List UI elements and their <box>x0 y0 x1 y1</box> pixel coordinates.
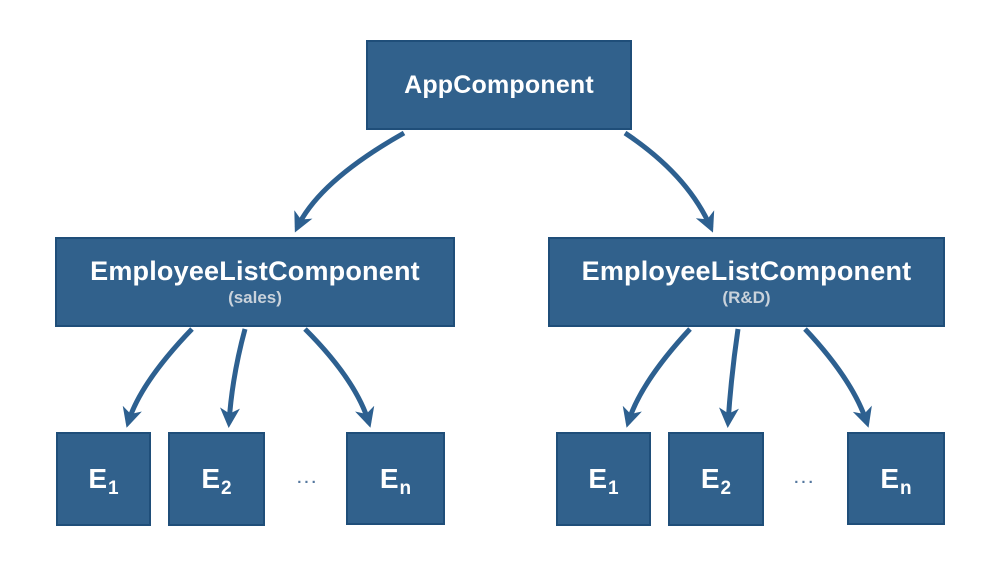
node-sales-e2-label: E2 <box>201 463 231 499</box>
arrow-root-to-rnd <box>623 130 715 233</box>
rnd-ellipsis: ... <box>794 470 816 487</box>
leaf-subscript: 1 <box>108 478 119 499</box>
node-rnd-e2-label: E2 <box>700 463 731 499</box>
node-sales-e1: E1 <box>56 432 151 526</box>
node-employee-list-rnd: EmployeeListComponent (R&D) <box>548 237 945 327</box>
leaf-subscript: 2 <box>221 478 232 499</box>
node-employee-list-rnd-sublabel: (R&D) <box>722 288 771 308</box>
leaf-base: E <box>700 463 720 494</box>
node-sales-e2: E2 <box>168 432 265 526</box>
leaf-subscript: n <box>399 477 412 499</box>
node-rnd-e2: E2 <box>668 432 764 526</box>
node-rnd-e1: E1 <box>556 432 651 526</box>
node-sales-en: En <box>346 432 445 525</box>
arrow-root-to-sales <box>294 130 406 233</box>
node-employee-list-sales-label: EmployeeListComponent <box>90 256 420 287</box>
node-app-component-label: AppComponent <box>404 70 594 99</box>
arrow-rnd-to-e2 <box>718 328 741 428</box>
leaf-base: E <box>880 462 900 494</box>
sales-ellipsis: ... <box>297 470 319 487</box>
node-rnd-en: En <box>847 432 945 525</box>
node-employee-list-sales: EmployeeListComponent (sales) <box>55 237 455 327</box>
node-employee-list-sales-sublabel: (sales) <box>228 288 282 308</box>
leaf-base: E <box>588 463 608 494</box>
node-sales-en-label: En <box>379 462 411 499</box>
node-rnd-en-label: En <box>880 462 911 499</box>
arrow-sales-to-e2 <box>219 328 248 428</box>
leaf-subscript: n <box>900 477 912 499</box>
node-rnd-e1-label: E1 <box>588 463 618 499</box>
leaf-base: E <box>379 462 399 494</box>
node-employee-list-rnd-label: EmployeeListComponent <box>581 256 912 287</box>
leaf-base: E <box>201 463 221 494</box>
leaf-subscript: 2 <box>720 478 732 499</box>
node-app-component: AppComponent <box>366 40 632 130</box>
arrow-sales-to-en <box>303 327 375 428</box>
leaf-subscript: 1 <box>608 478 619 499</box>
leaf-base: E <box>88 463 108 494</box>
arrow-rnd-to-en <box>803 327 872 428</box>
arrow-sales-to-e1 <box>122 327 194 428</box>
node-sales-e1-label: E1 <box>88 463 118 499</box>
arrow-rnd-to-e1 <box>622 327 692 428</box>
